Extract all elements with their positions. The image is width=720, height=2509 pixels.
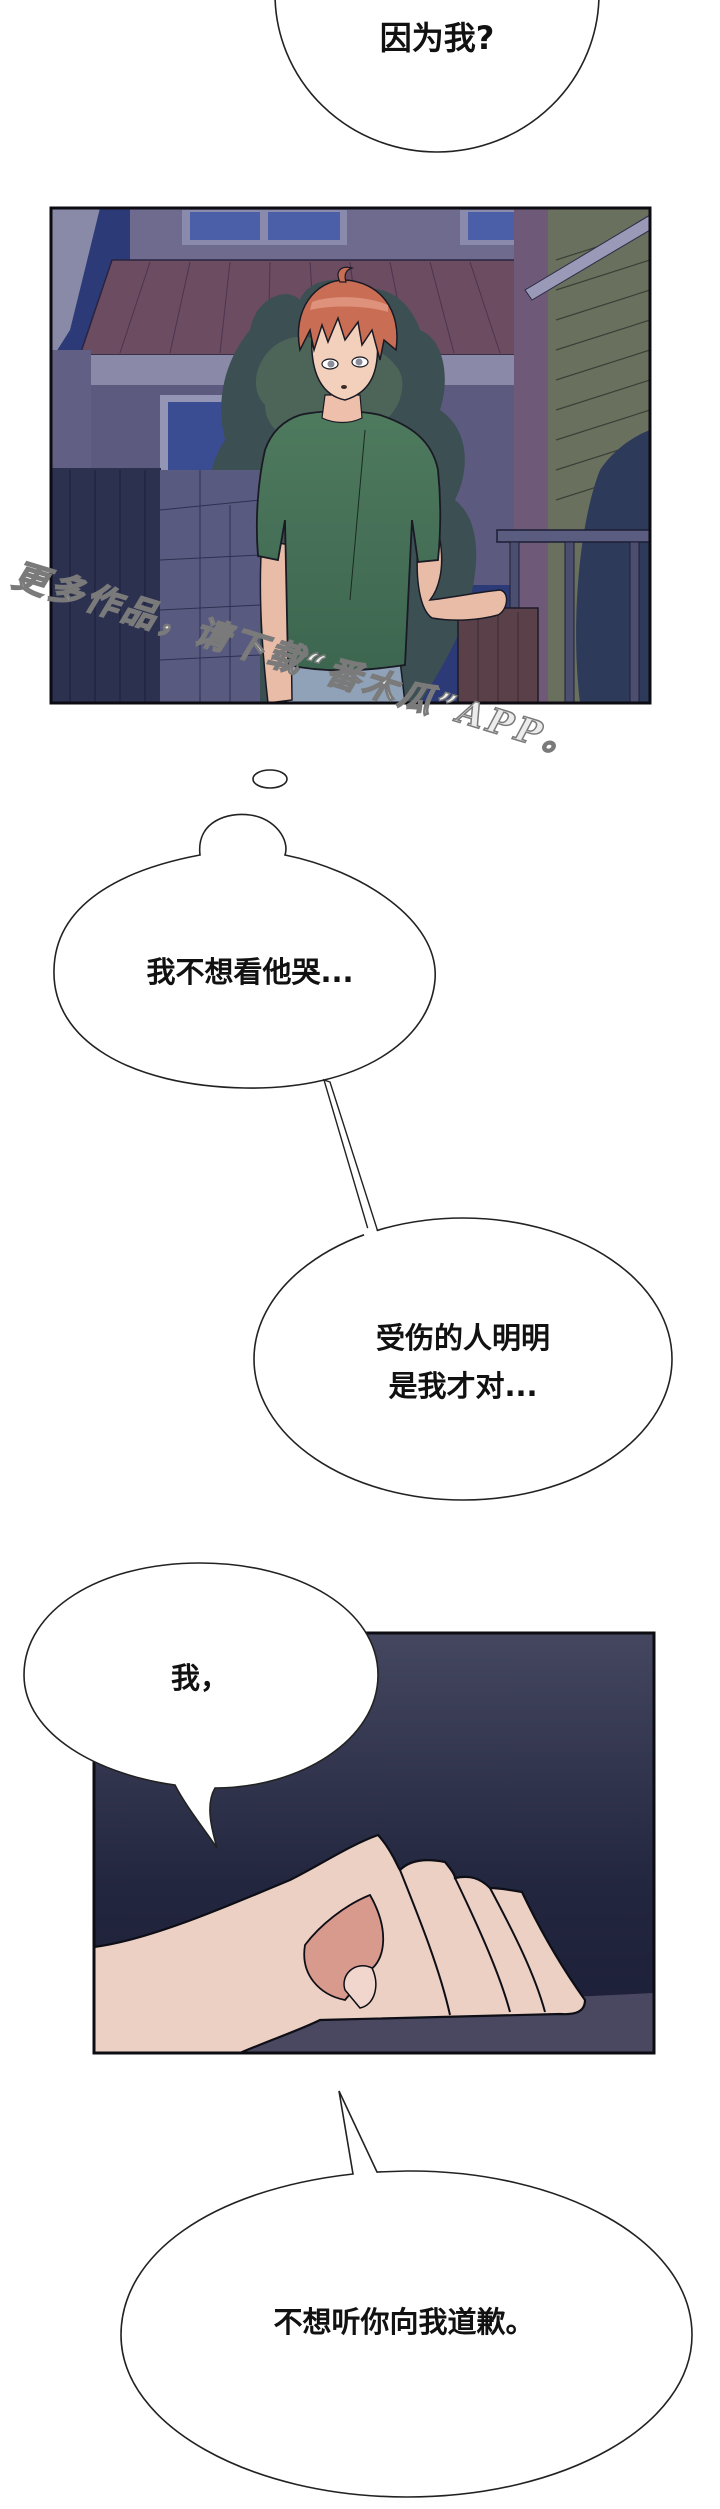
bubble-4-line: 我，: [170, 1661, 229, 1695]
bubble-2-text: 我不想看他哭...: [100, 950, 400, 995]
speech-bubble-4: [23, 1562, 379, 1849]
panel-2-clenched-hand: [92, 1631, 656, 2055]
speech-bubble-1: [274, 0, 600, 153]
character-boy: [255, 266, 508, 703]
linked-speech-bubble: [253, 1078, 673, 1501]
bubble-3-line-1: 受伤的人明明: [375, 1321, 550, 1355]
bubble-1-text: 因为我?: [337, 14, 537, 64]
bubble-2-line: 我不想看他哭...: [146, 955, 354, 989]
bubble-1-line: 因为我?: [379, 19, 495, 57]
bubble-3-line-2: 是我才对...: [388, 1369, 538, 1403]
bubble-5-text: 不想听你向我道歉。: [214, 2300, 594, 2345]
bubble-4-text: 我，: [150, 1656, 250, 1701]
thought-bubble: [53, 769, 436, 1089]
bubble-3-text: 受伤的人明明 是我才对...: [333, 1314, 593, 1410]
panel-1-night-scene: [49, 206, 652, 705]
speech-bubble-5: [120, 2090, 693, 2498]
bubble-5-line: 不想听你向我道歉。: [273, 2305, 535, 2339]
